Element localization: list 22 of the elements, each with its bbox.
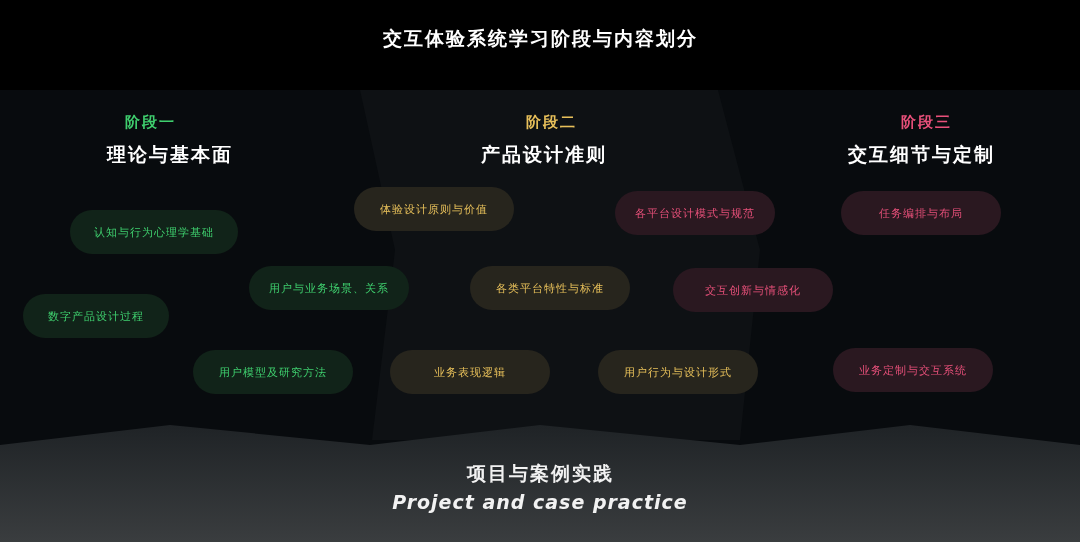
stage-heading: 产品设计准则 [481,142,607,167]
stage-label: 阶段三 [900,113,952,132]
title: 交互体验系统学习阶段与内容划分 [382,26,698,51]
topic-pill: 认知与行为心理学基础 [70,210,238,254]
stage-label: 阶段二 [525,113,577,132]
practice-band [0,425,1080,542]
topic-pill: 用户与业务场景、关系 [249,266,409,310]
topic-pill: 各平台设计模式与规范 [615,191,775,235]
band-heading: 项目与案例实践 [466,461,614,486]
topic-pill: 交互创新与情感化 [673,268,833,312]
stage-label: 阶段一 [124,113,176,132]
stage-heading: 交互细节与定制 [847,142,995,167]
topic-pill: 业务表现逻辑 [390,350,550,394]
band-subheading: Project and case practice [392,491,688,513]
topic-pill: 数字产品设计过程 [23,294,169,338]
topic-pill: 各类平台特性与标准 [470,266,630,310]
topic-pill: 用户行为与设计形式 [598,350,758,394]
topic-pill: 业务定制与交互系统 [833,348,993,392]
topic-pill: 用户模型及研究方法 [193,350,353,394]
stage-heading: 理论与基本面 [107,142,233,167]
topic-pill: 任务编排与布局 [841,191,1001,235]
topic-pill: 体验设计原则与价值 [354,187,514,231]
